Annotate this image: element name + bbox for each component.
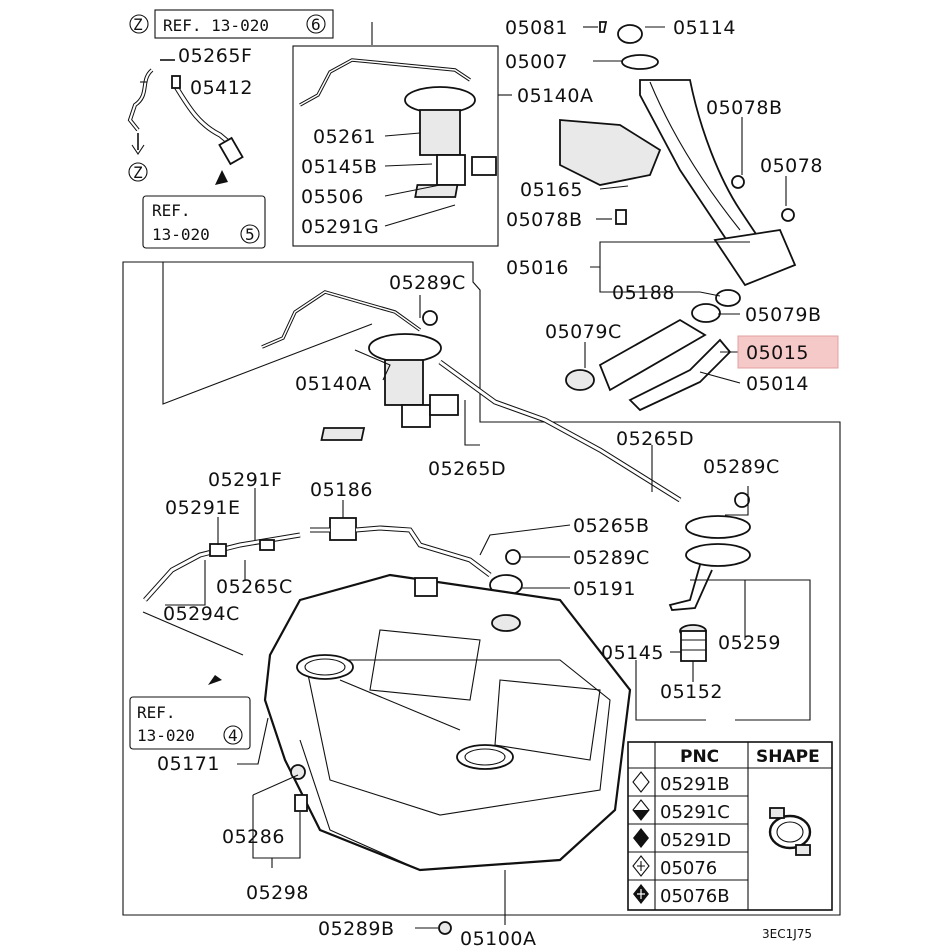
- label-05265B[interactable]: 05265B: [573, 515, 649, 537]
- label-05412[interactable]: 05412: [190, 77, 253, 99]
- label-05294C[interactable]: 05294C: [163, 603, 240, 625]
- z-marker-top: Z: [133, 15, 143, 34]
- legend-header-pnc: PNC: [680, 747, 719, 767]
- legend-pnc-3: 05291D: [660, 830, 731, 851]
- label-05298[interactable]: 05298: [246, 882, 309, 904]
- label-05506[interactable]: 05506: [301, 186, 364, 208]
- label-05188[interactable]: 05188: [612, 282, 675, 304]
- highlight-05015: [737, 335, 839, 369]
- part-labels: 05265F 05412 05081 05114 05007 05140A 05…: [157, 17, 823, 950]
- label-05261[interactable]: 05261: [313, 126, 376, 148]
- hose-assembly-left: [143, 517, 492, 602]
- label-05265F[interactable]: 05265F: [178, 45, 252, 67]
- fuel-filter-illustration: [679, 624, 707, 662]
- label-05114[interactable]: 05114: [673, 17, 736, 39]
- label-05186[interactable]: 05186: [310, 479, 373, 501]
- label-05289C-b[interactable]: 05289C: [703, 456, 780, 478]
- fuel-gauge-sender-illustration: [668, 492, 751, 611]
- label-05079B[interactable]: 05079B: [745, 304, 821, 326]
- ref-5-line1: REF.: [152, 201, 191, 220]
- main-assembly-frame: [122, 261, 841, 916]
- ref-box-13-020-4[interactable]: REF. 13-020 4: [129, 696, 251, 750]
- diamond-open-icon: [632, 771, 650, 793]
- ref-5-line2: 13-020: [152, 225, 210, 244]
- label-05015[interactable]: 05015: [746, 342, 809, 364]
- legend-pnc-1: 05291B: [660, 774, 730, 795]
- shape-legend-table: PNC SHAPE 05291B 05291C 05291D 05076 050…: [627, 741, 833, 911]
- arrow-down-left-icon: [208, 675, 222, 685]
- label-05259[interactable]: 05259: [718, 632, 781, 654]
- legend-pnc-5: 05076B: [660, 886, 730, 907]
- label-05078B-b[interactable]: 05078B: [506, 209, 582, 231]
- ref-circle-5: 5: [245, 225, 255, 244]
- diamond-filled-icon: [633, 828, 649, 848]
- label-05171[interactable]: 05171: [157, 753, 220, 775]
- label-05265D-b[interactable]: 05265D: [616, 428, 694, 450]
- ref-circle-6: 6: [311, 15, 321, 34]
- label-05152[interactable]: 05152: [660, 681, 723, 703]
- legend-pnc-4: 05076: [660, 858, 717, 879]
- label-05078[interactable]: 05078: [760, 155, 823, 177]
- label-05289C-a[interactable]: 05289C: [389, 272, 466, 294]
- ref-box-13-020-5[interactable]: REF. 13-020 5: [142, 195, 266, 249]
- diamond-cross-icon: [632, 855, 650, 877]
- label-05191[interactable]: 05191: [573, 578, 636, 600]
- label-05007[interactable]: 05007: [505, 51, 568, 73]
- label-05291F[interactable]: 05291F: [208, 469, 282, 491]
- fuel-tank-illustration: [263, 573, 632, 872]
- legend-pnc-2: 05291C: [660, 802, 730, 823]
- label-05265C[interactable]: 05265C: [216, 576, 293, 598]
- label-05016[interactable]: 05016: [506, 257, 569, 279]
- diagram-code: 3EC1J75: [762, 927, 812, 941]
- label-05140A-top[interactable]: 05140A: [517, 85, 593, 107]
- ref-text-6: REF. 13-020: [163, 16, 269, 35]
- label-05078B-a[interactable]: 05078B: [706, 97, 782, 119]
- hose-clamp-icon: [768, 807, 812, 856]
- label-05100A[interactable]: 05100A: [460, 928, 536, 950]
- z-marker-circle: [128, 162, 148, 182]
- fuel-pump-inset-box: [292, 45, 499, 247]
- filler-neck-illustration: [559, 21, 797, 412]
- z-marker-bottom: Z: [133, 163, 143, 182]
- label-05165[interactable]: 05165: [520, 179, 583, 201]
- arrow-down-icon: [215, 170, 228, 185]
- ref-4-line1: REF.: [137, 703, 176, 722]
- label-05289C-c[interactable]: 05289C: [573, 547, 650, 569]
- label-05289B[interactable]: 05289B: [318, 918, 394, 940]
- ref-4-line2: 13-020: [137, 726, 195, 745]
- ref-box-13-020-6[interactable]: Z REF. 13-020 6: [129, 9, 334, 39]
- hose-05265F-group: Z: [127, 59, 244, 185]
- label-05140A[interactable]: 05140A: [295, 373, 371, 395]
- label-05014[interactable]: 05014: [746, 373, 809, 395]
- label-05145[interactable]: 05145: [601, 642, 664, 664]
- legend-header-shape: SHAPE: [756, 747, 820, 767]
- label-05286[interactable]: 05286: [222, 826, 285, 848]
- label-05079C[interactable]: 05079C: [545, 321, 622, 343]
- label-05081[interactable]: 05081: [505, 17, 568, 39]
- ref-circle-4: 4: [228, 726, 238, 745]
- hose-05265D: [438, 359, 682, 503]
- label-05291E[interactable]: 05291E: [165, 497, 240, 519]
- fuel-filter-05186: [329, 517, 357, 541]
- fuel-pump-top-illustration: [299, 58, 497, 198]
- label-05291G[interactable]: 05291G: [301, 216, 379, 238]
- label-05265D-a[interactable]: 05265D: [428, 458, 506, 480]
- fuel-pump-main-illustration: [261, 290, 459, 441]
- label-05145B[interactable]: 05145B: [301, 156, 377, 178]
